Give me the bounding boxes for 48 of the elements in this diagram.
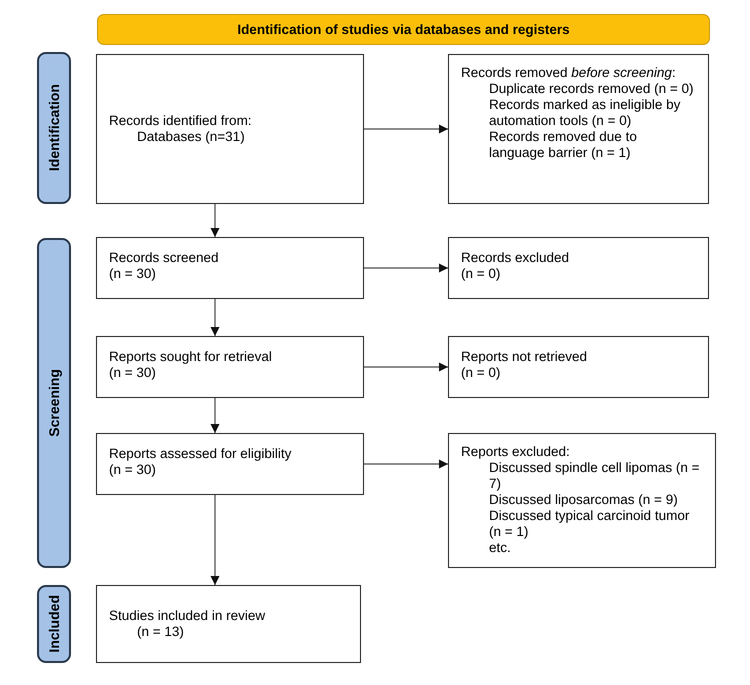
process-box <box>96 433 364 495</box>
list-item-text: Databases (n=31) <box>136 129 246 145</box>
arrow <box>364 362 448 372</box>
phase-name: Included <box>46 595 62 653</box>
arrow <box>210 495 220 585</box>
phase-label <box>37 238 71 568</box>
box-text: Reports excluded: <box>461 444 571 460</box>
process-box <box>96 237 364 299</box>
box-text: Records removed before screening: <box>461 65 677 81</box>
list-item-text: Duplicate records removed (n = 0) <box>488 81 694 97</box>
phase-name: Identification <box>46 84 62 172</box>
list-item-text: Discussed spindle cell lipomas (n = 7) <box>488 460 700 492</box>
process-box <box>448 336 709 398</box>
phase-name: Screening <box>46 369 62 437</box>
arrow <box>364 264 448 272</box>
count-text: (n = 0) <box>461 266 502 282</box>
list-item-text: etc. <box>488 540 512 556</box>
process-box <box>96 585 361 663</box>
process-box <box>96 336 364 398</box>
arrow <box>210 299 220 336</box>
box-text: Reports not retrieved <box>461 349 588 365</box>
box-text: Studies included in review <box>109 608 266 624</box>
list-item-text: Records marked as ineligible by automation tools (n = 0) <box>488 97 682 129</box>
list-item-text: (n = 13) <box>136 624 185 640</box>
phase-label <box>37 52 71 204</box>
process-box <box>448 433 716 568</box>
arrow <box>210 398 220 433</box>
box-text: Records identified from: <box>109 113 253 129</box>
arrow <box>210 204 220 237</box>
count-text: (n = 30) <box>109 365 157 381</box>
box-text: Records excluded <box>461 250 570 266</box>
list-item-text: Discussed typical carcinoid tumor (n = 1) <box>488 508 690 540</box>
list-item-text: Discussed liposarcomas (n = 9) <box>488 492 679 508</box>
count-text: (n = 30) <box>109 462 157 478</box>
process-box <box>96 54 364 204</box>
box-text: Reports assessed for eligibility <box>109 446 292 462</box>
arrow <box>364 460 448 468</box>
process-box <box>448 237 709 299</box>
count-text: (n = 30) <box>109 266 157 282</box>
section-header-band <box>97 14 710 45</box>
count-text: (n = 0) <box>461 365 502 381</box>
header-text: Identification of studies via databases and registers <box>237 22 570 37</box>
process-box <box>448 54 709 204</box>
arrow <box>364 124 448 134</box>
phase-label <box>37 585 71 663</box>
box-text: Records screened <box>109 250 220 266</box>
box-text: Reports sought for retrieval <box>109 349 273 365</box>
list-item-text: Records removed due to language barrier (n = 1) <box>488 129 638 161</box>
